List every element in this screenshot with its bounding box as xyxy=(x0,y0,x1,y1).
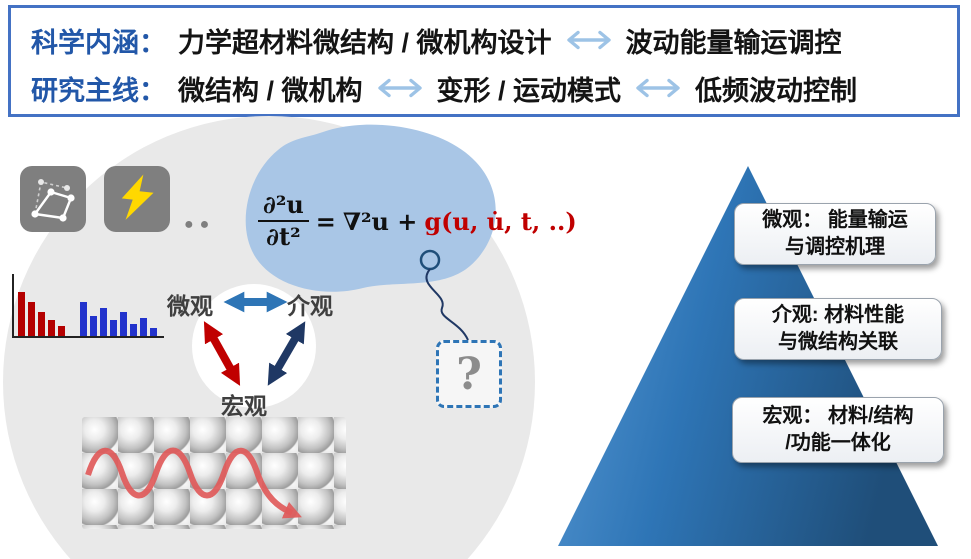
bar xyxy=(38,312,45,336)
bar xyxy=(48,320,55,336)
lightning-icon xyxy=(110,170,164,229)
bar xyxy=(120,312,127,336)
meso-macro-arrow xyxy=(267,321,306,386)
equation-laplacian-term: ∇²u + xyxy=(342,206,418,236)
question-mark: ? xyxy=(456,348,482,400)
pyramid-level-macro-line1: 宏观： 材料/结构 xyxy=(762,405,914,427)
bar xyxy=(28,302,35,336)
micro-label: 微观 xyxy=(167,293,213,319)
header-line-1: 科学内涵： 力学超材料微结构 / 微机构设计 波动能量输运调控 xyxy=(31,16,957,64)
pyramid-level-micro-line1: 微观： 能量输运 xyxy=(762,209,908,231)
bar xyxy=(18,292,25,336)
header-line1-segment1: 力学超材料微结构 / 微机构设计 xyxy=(178,27,552,58)
header-line2-segment2: 变形 / 运动模式 xyxy=(436,75,622,106)
header-box: 科学内涵： 力学超材料微结构 / 微机构设计 波动能量输运调控 研究主线： 微结… xyxy=(8,5,960,117)
pyramid-level-macro: 宏观： 材料/结构 /功能一体化 xyxy=(732,397,944,463)
pyramid-level-meso-line1: 介观: 材料性能 xyxy=(771,304,905,326)
header-line1-label: 科学内涵： xyxy=(31,27,166,58)
ellipsis-dots: ●● xyxy=(184,216,216,233)
wave-equation: ∂²u ∂t² = ∇²u + g(u, u̇, t, ..) xyxy=(258,191,577,252)
mini-bar-chart xyxy=(12,274,164,338)
equation-denominator: ∂t² xyxy=(266,222,301,252)
header-line1-segment2: 波动能量输运调控 xyxy=(625,27,842,58)
pyramid-level-meso: 介观: 材料性能 与微结构关联 xyxy=(734,298,942,360)
header-line-2: 研究主线： 微结构 / 微机构 变形 / 运动模式 低频波动控制 xyxy=(31,64,957,112)
mechanism-tile xyxy=(20,166,86,232)
pyramid-level-macro-line2: /功能一体化 xyxy=(785,432,891,454)
bar xyxy=(130,324,137,336)
equation-equals: = xyxy=(315,206,336,236)
bar xyxy=(140,318,147,336)
header-line2-segment3: 低频波动控制 xyxy=(695,75,858,106)
balloon-string-icon xyxy=(419,249,469,341)
macro-label: 宏观 xyxy=(221,393,267,419)
double-arrow-icon xyxy=(633,78,683,98)
equation-numerator: ∂²u xyxy=(258,191,309,223)
bar xyxy=(110,320,117,336)
bar xyxy=(100,308,107,336)
bar xyxy=(90,316,97,336)
header-line2-segment1: 微结构 / 微机构 xyxy=(178,75,363,106)
bar-group xyxy=(14,292,157,336)
double-arrow-icon xyxy=(375,78,425,98)
blue-blob xyxy=(245,124,496,292)
equation-nonlinear-term: g(u, u̇, t, ..) xyxy=(424,206,577,236)
pyramid-level-micro-line2: 与调控机理 xyxy=(785,236,885,258)
pyramid-level-meso-line2: 与微结构关联 xyxy=(778,331,898,353)
bar xyxy=(80,302,87,336)
question-box: ? xyxy=(436,340,502,408)
linkage-mechanism-icon xyxy=(26,170,80,229)
pyramid-level-micro: 微观： 能量输运 与调控机理 xyxy=(734,203,936,265)
equation-fraction: ∂²u ∂t² xyxy=(258,191,309,252)
bar xyxy=(58,326,65,336)
metamaterial-photo xyxy=(82,417,346,529)
micro-macro-arrow xyxy=(203,321,241,386)
triad-arrows xyxy=(203,291,306,386)
double-arrow-icon xyxy=(564,30,614,50)
bar xyxy=(150,328,157,336)
meso-label: 介观 xyxy=(287,293,333,319)
energy-tile xyxy=(104,166,170,232)
header-line2-label: 研究主线： xyxy=(31,75,166,106)
wave-arrow-icon xyxy=(85,447,302,519)
